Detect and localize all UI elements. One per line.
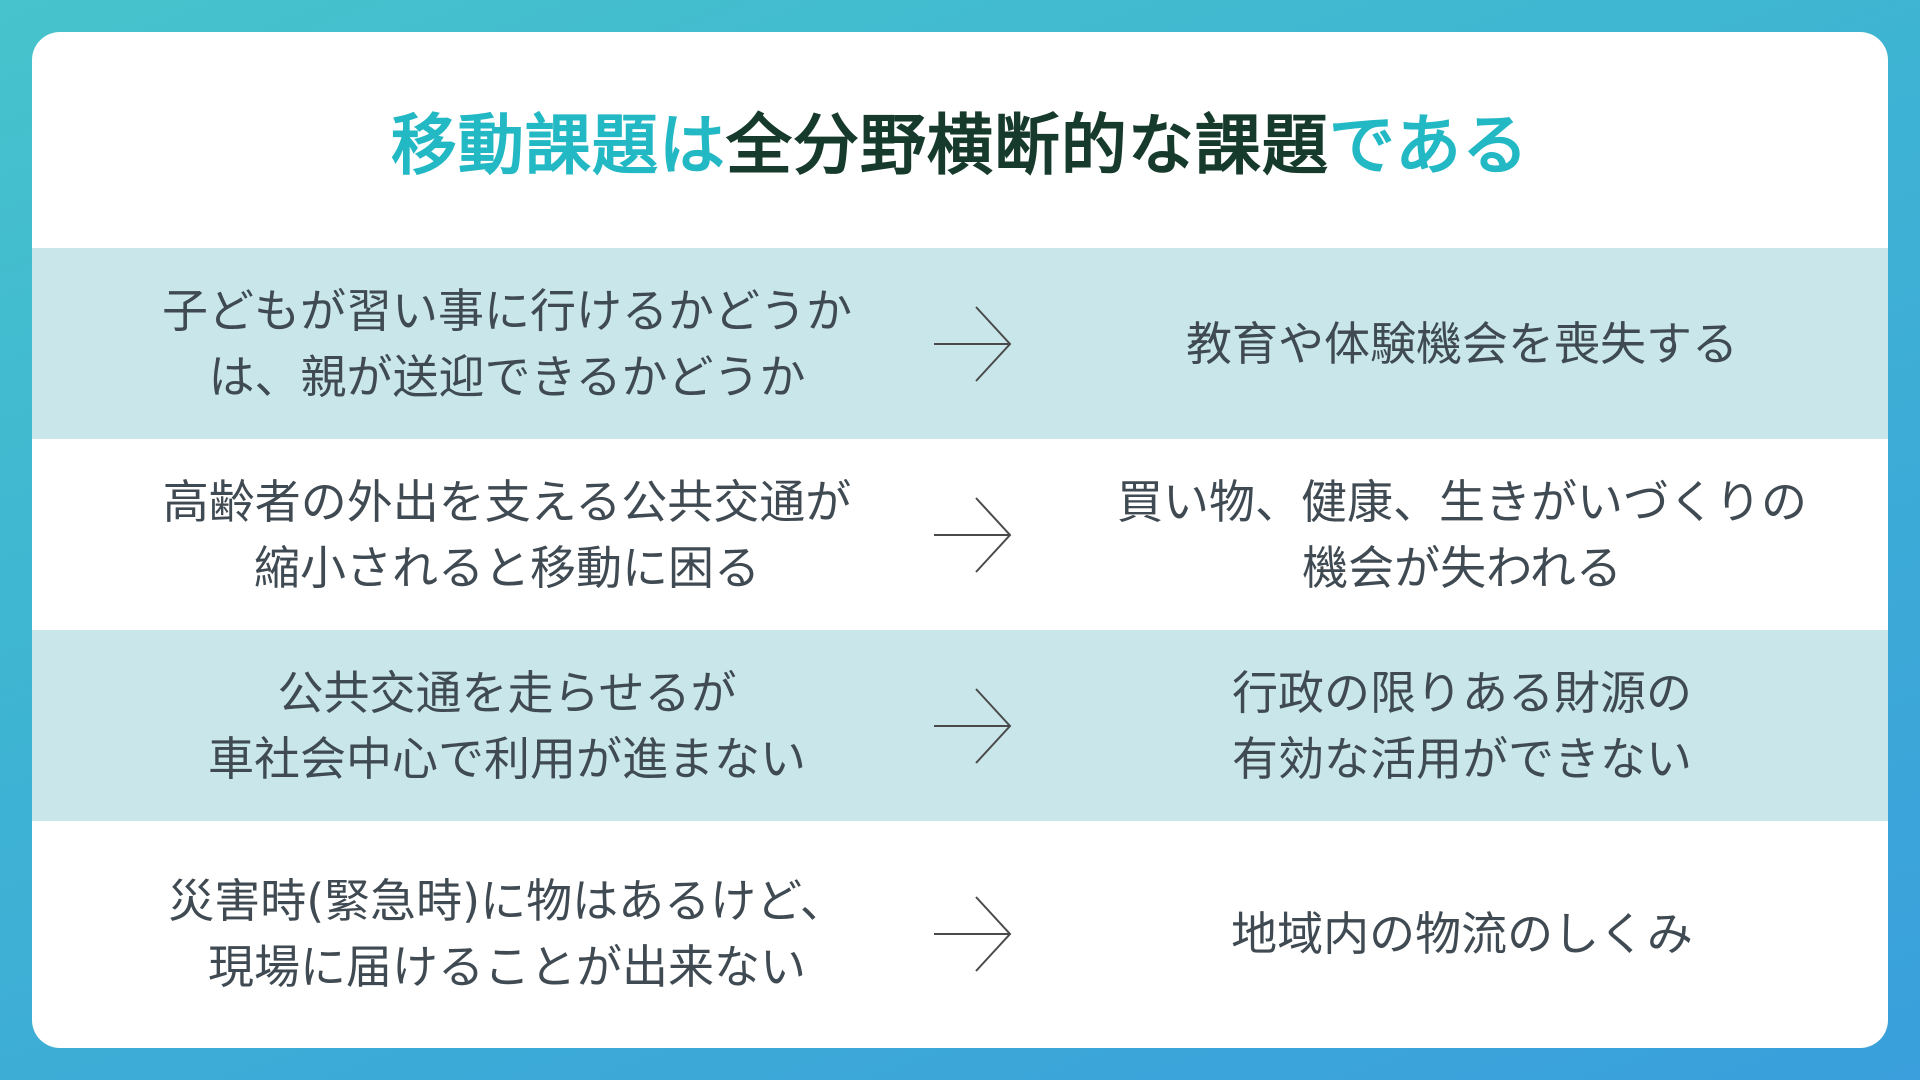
slide-title: 移動課題は全分野横断的な課題である xyxy=(32,32,1888,248)
effect-cell: 地域内の物流のしくみ xyxy=(1072,821,1852,1047)
effect-line: 教育や体験機会を喪失する xyxy=(1186,316,1738,371)
cause-cell: 災害時(緊急時)に物はあるけど、 現場に届けることが出来ない xyxy=(92,821,922,1047)
cause-cell: 子どもが習い事に行けるかどうか は、親が送迎できるかどうか xyxy=(92,248,922,439)
table-row: 子どもが習い事に行けるかどうか は、親が送迎できるかどうか 教育や体験機会を喪失… xyxy=(32,248,1888,439)
title-part-accent-1: 移動課題は xyxy=(390,107,726,184)
right-arrow-icon xyxy=(934,496,1012,573)
cause-line: 現場に届けることが出来ない xyxy=(208,940,806,994)
effect-line: 地域内の物流のしくみ xyxy=(1231,907,1693,961)
cause-line: は、親が送迎できるかどうか xyxy=(208,349,806,404)
right-arrow-icon xyxy=(934,896,1012,972)
cause-line: 高齢者の外出を支える公共交通が xyxy=(162,474,852,529)
right-arrow-icon xyxy=(934,305,1012,382)
effect-cell: 買い物、健康、生きがいづくりの 機会が失われる xyxy=(1072,439,1852,630)
effect-cell: 行政の限りある財源の 有効な活用ができない xyxy=(1072,630,1852,821)
effect-cell: 教育や体験機会を喪失する xyxy=(1072,248,1852,439)
cause-cell: 公共交通を走らせるが 車社会中心で利用が進まない xyxy=(92,630,922,821)
cause-effect-table: 子どもが習い事に行けるかどうか は、親が送迎できるかどうか 教育や体験機会を喪失… xyxy=(32,248,1888,1047)
table-row: 高齢者の外出を支える公共交通が 縮小されると移動に困る 買い物、健康、生きがいづ… xyxy=(32,439,1888,630)
cause-line: 車社会中心で利用が進まない xyxy=(208,731,806,786)
effect-line: 行政の限りある財源の xyxy=(1232,665,1692,720)
title-part-accent-2: である xyxy=(1328,107,1530,184)
slide-card: 移動課題は全分野横断的な課題である 子どもが習い事に行けるかどうか は、親が送迎… xyxy=(32,32,1888,1048)
cause-line: 公共交通を走らせるが xyxy=(277,665,737,720)
table-row: 災害時(緊急時)に物はあるけど、 現場に届けることが出来ない 地域内の物流のしく… xyxy=(32,821,1888,1047)
cause-cell: 高齢者の外出を支える公共交通が 縮小されると移動に困る xyxy=(92,439,922,630)
cause-line: 子どもが習い事に行けるかどうか xyxy=(162,283,852,338)
effect-line: 有効な活用ができない xyxy=(1232,731,1692,786)
cause-line: 災害時(緊急時)に物はあるけど、 xyxy=(168,874,846,928)
right-arrow-icon xyxy=(934,687,1012,764)
effect-line: 買い物、健康、生きがいづくりの xyxy=(1117,474,1807,529)
effect-line: 機会が失われる xyxy=(1302,540,1622,595)
title-part-dark: 全分野横断的な課題 xyxy=(725,107,1329,184)
cause-line: 縮小されると移動に困る xyxy=(254,540,760,595)
table-row: 公共交通を走らせるが 車社会中心で利用が進まない 行政の限りある財源の 有効な活… xyxy=(32,630,1888,821)
